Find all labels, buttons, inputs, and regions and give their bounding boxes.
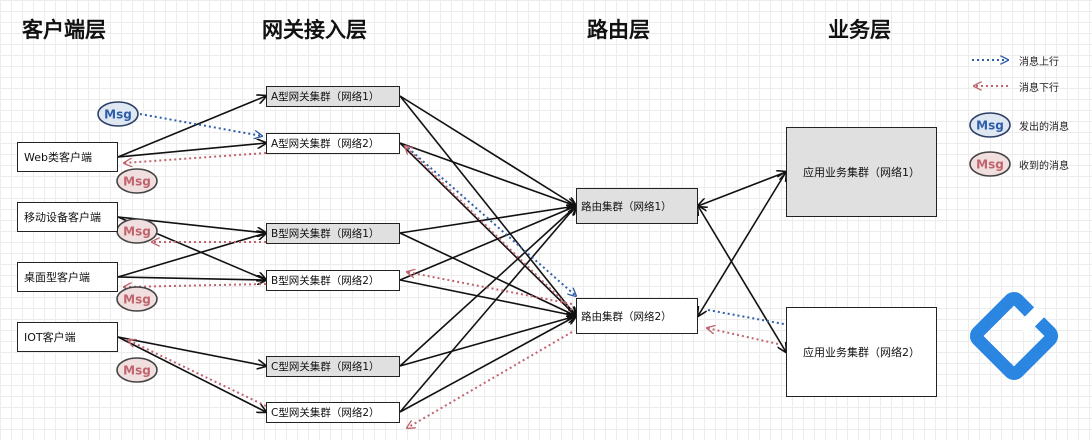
router-net2: 路由集群（网络2） <box>576 298 698 334</box>
gateway-router-links <box>399 95 576 413</box>
layer-title-router: 路由层 <box>587 18 650 42</box>
msg-received-bubble: Msg <box>116 286 158 312</box>
msg-sent-bubble: Msg <box>97 101 139 127</box>
client-mobile: 移动设备客户端 <box>17 202 118 232</box>
router-net1: 路由集群（网络1） <box>576 188 698 224</box>
msg-received-bubble: Msg <box>116 218 158 244</box>
client-iot: IOT客户端 <box>17 322 118 352</box>
svg-text:Msg: Msg <box>123 175 151 189</box>
legend-received-label: 收到的消息 <box>1019 161 1069 172</box>
gateway-c-net1: C型网关集群（网络1） <box>266 356 400 377</box>
app-cluster-net2: 应用业务集群（网络2） <box>786 307 937 397</box>
legend-msg-sent-bubble: Msg <box>969 112 1011 138</box>
legend-msg-received-bubble: Msg <box>969 151 1011 177</box>
app-cluster-net1: 应用业务集群（网络1） <box>786 127 937 217</box>
msg-received-bubble: Msg <box>116 357 158 383</box>
client-web: Web类客户端 <box>17 142 118 172</box>
gateway-b-net2: B型网关集群（网络2） <box>266 270 400 291</box>
router-app-links <box>698 172 786 352</box>
msg-received-bubble: Msg <box>116 168 158 194</box>
downstream-path <box>124 146 779 428</box>
svg-text:Msg: Msg <box>123 364 151 378</box>
svg-text:Msg: Msg <box>123 225 151 239</box>
legend-up-label: 消息上行 <box>1019 57 1059 68</box>
svg-text:Msg: Msg <box>104 108 132 122</box>
client-gateway-links <box>117 96 266 412</box>
svg-text:Msg: Msg <box>976 158 1004 172</box>
gateway-c-net2: C型网关集群（网络2） <box>266 402 400 423</box>
svg-text:Msg: Msg <box>976 119 1004 133</box>
layer-title-business: 业务层 <box>828 18 891 42</box>
legend-down-label: 消息下行 <box>1019 83 1059 94</box>
layer-title-client: 客户端层 <box>22 18 106 42</box>
gateway-a-net2: A型网关集群（网络2） <box>266 133 400 154</box>
upstream-path <box>139 113 800 327</box>
svg-text:Msg: Msg <box>123 293 151 307</box>
client-desktop: 桌面型客户端 <box>17 262 118 292</box>
gateway-b-net1: B型网关集群（网络1） <box>266 223 400 244</box>
layer-title-gateway: 网关接入层 <box>262 18 367 42</box>
gateway-a-net1: A型网关集群（网络1） <box>266 86 400 107</box>
legend-sent-label: 发出的消息 <box>1019 122 1069 133</box>
brand-logo-icon <box>969 291 1059 381</box>
